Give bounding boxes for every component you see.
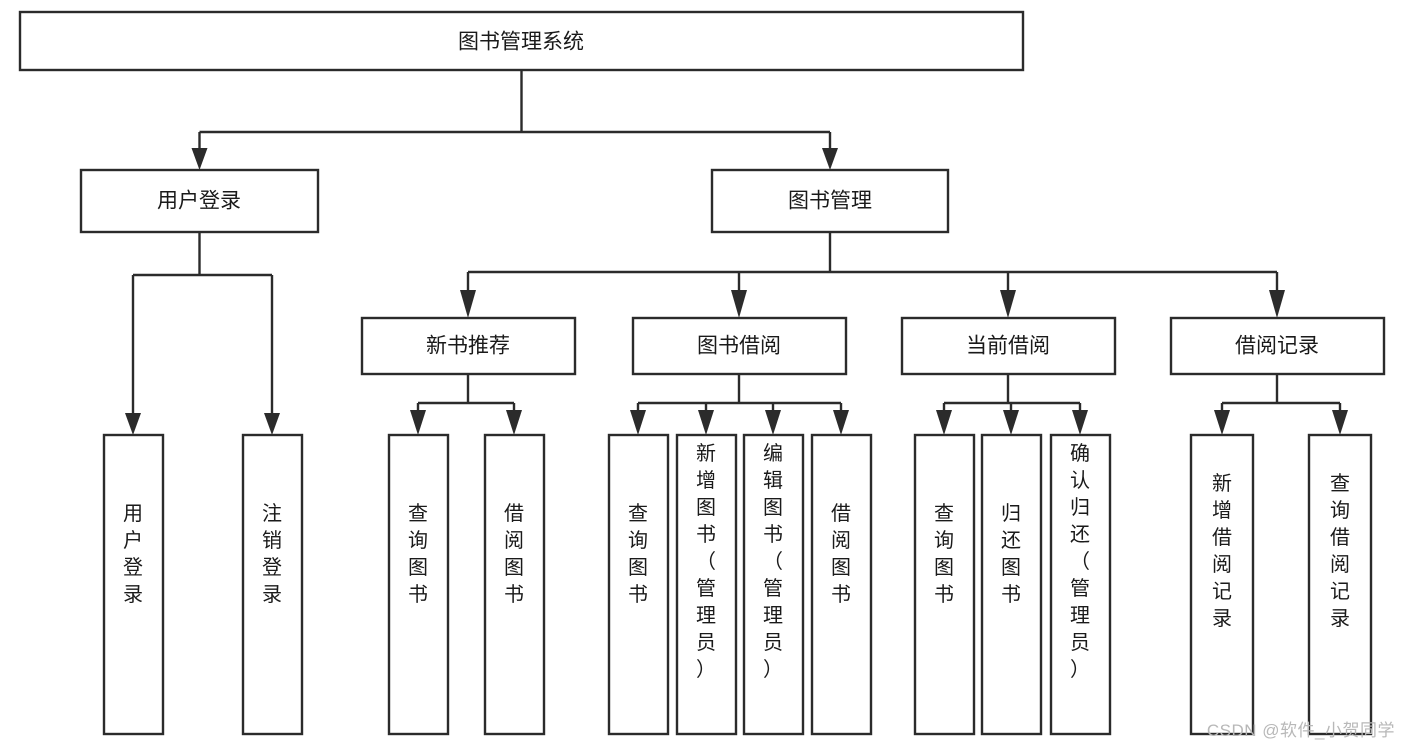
node-leaf-query-book-2-label: 查询图书 [628,502,648,606]
node-book-borrow-box[interactable] [631,316,848,376]
arrow-head-borrow-record [1269,290,1285,318]
arrow-head-leaf-return-book [1003,410,1019,435]
node-leaf-add-book-box[interactable] [675,433,738,736]
node-user-login-box[interactable] [79,168,320,234]
arrow-head-leaf-add-book [698,410,714,435]
node-leaf-return-book-label: 归还图书 [1001,502,1021,606]
node-book-management-label: 图书管理 [788,190,872,213]
node-leaf-query-book-1-label: 查询图书 [408,502,428,606]
node-leaf-query-record-label: 查询借阅记录 [1330,472,1350,630]
arrow-head-leaf-logout-login [264,413,280,435]
node-leaf-borrow-book-2-box[interactable] [810,433,873,736]
node-leaf-query-book-1[interactable]: 查询图书 [387,433,450,736]
node-borrow-record[interactable]: 借阅记录 [1169,316,1386,376]
node-user-login[interactable]: 用户登录 [79,168,320,234]
node-leaf-edit-book-box[interactable] [742,433,805,736]
node-borrow-record-box[interactable] [1169,316,1386,376]
node-leaf-query-book-1-box[interactable] [387,433,450,736]
node-leaf-user-login-box[interactable] [102,433,165,736]
node-leaf-logout-login-box[interactable] [241,433,304,736]
node-leaf-add-record-label: 新增借阅记录 [1212,472,1232,630]
node-root-label: 图书管理系统 [458,31,584,54]
node-new-book-recommend[interactable]: 新书推荐 [360,316,577,376]
node-leaf-query-record-box[interactable] [1307,433,1373,736]
arrow-head-leaf-edit-book [765,410,781,435]
node-leaf-confirm-return[interactable]: 确认归还（管理员） [1049,433,1112,736]
node-leaf-add-book[interactable]: 新增图书（管理员） [675,433,738,736]
node-book-borrow-label: 图书借阅 [697,335,781,358]
node-current-borrow-box[interactable] [900,316,1117,376]
node-leaf-user-login-label: 用户登录 [123,503,143,606]
node-leaf-query-book-2-box[interactable] [607,433,670,736]
arrow-head-leaf-add-record [1214,410,1230,435]
node-book-management-box[interactable] [710,168,950,234]
node-leaf-borrow-book-1-label: 借阅图书 [504,502,524,606]
arrow-head-new-book-recommend [460,290,476,318]
node-leaf-edit-book-label: 编辑图书（管理员） [763,442,783,681]
node-leaf-query-record[interactable]: 查询借阅记录 [1307,433,1373,736]
node-new-book-recommend-box[interactable] [360,316,577,376]
node-leaf-edit-book[interactable]: 编辑图书（管理员） [742,433,805,736]
node-leaf-return-book-box[interactable] [980,433,1043,736]
node-leaf-query-book-3-box[interactable] [913,433,976,736]
node-new-book-recommend-label: 新书推荐 [426,335,510,358]
node-leaf-borrow-book-1[interactable]: 借阅图书 [483,433,546,736]
node-user-login-label: 用户登录 [157,190,241,213]
node-leaf-borrow-book-2[interactable]: 借阅图书 [810,433,873,736]
node-book-borrow[interactable]: 图书借阅 [631,316,848,376]
node-current-borrow-label: 当前借阅 [966,335,1050,358]
connector-layer [125,70,1348,435]
node-leaf-query-book-3[interactable]: 查询图书 [913,433,976,736]
node-current-borrow[interactable]: 当前借阅 [900,316,1117,376]
csdn-watermark: CSDN @软件_小贺同学 [1206,721,1395,740]
node-leaf-user-login[interactable]: 用户登录 [102,433,165,736]
arrow-head-leaf-confirm-return [1072,410,1088,435]
node-leaf-add-book-label: 新增图书（管理员） [696,442,716,681]
arrow-head-leaf-query-book-2 [630,410,646,435]
node-root-box[interactable] [18,10,1025,72]
node-leaf-confirm-return-box[interactable] [1049,433,1112,736]
node-leaf-query-book-2[interactable]: 查询图书 [607,433,670,736]
arrow-head-leaf-query-book-1 [410,410,426,435]
node-root[interactable]: 图书管理系统 [18,10,1025,72]
arrow-head-book-management [822,148,838,170]
arrow-head-current-borrow [1000,290,1016,318]
arrow-head-leaf-user-login [125,413,141,435]
node-book-management[interactable]: 图书管理 [710,168,950,234]
arrow-head-leaf-borrow-book-2 [833,410,849,435]
node-leaf-add-record[interactable]: 新增借阅记录 [1189,433,1255,736]
arrow-head-book-borrow [731,290,747,318]
arrow-head-user-login [191,148,208,170]
arrow-head-leaf-borrow-book-1 [506,410,522,435]
node-leaf-logout-login[interactable]: 注销登录 [241,433,304,736]
node-leaf-borrow-book-1-box[interactable] [483,433,546,736]
node-leaf-logout-login-label: 注销登录 [262,502,282,606]
node-leaf-add-record-box[interactable] [1189,433,1255,736]
node-borrow-record-label: 借阅记录 [1235,335,1319,358]
arrow-head-leaf-query-book-3 [936,410,952,435]
node-leaf-return-book[interactable]: 归还图书 [980,433,1043,736]
arrow-head-leaf-query-record [1332,410,1348,435]
node-leaf-query-book-3-label: 查询图书 [934,502,954,606]
node-leaf-borrow-book-2-label: 借阅图书 [831,502,851,606]
node-leaf-confirm-return-label: 确认归还（管理员） [1070,442,1090,681]
